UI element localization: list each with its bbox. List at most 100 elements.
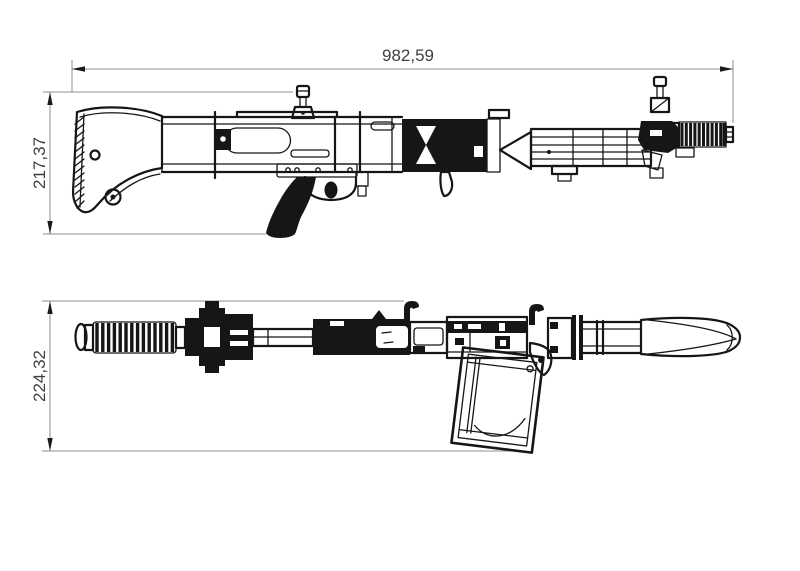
screw (294, 167, 300, 173)
connector-latch (550, 346, 558, 353)
handguard-top-slot (330, 321, 344, 326)
rail-pin (547, 150, 551, 154)
receiver-front-lug (355, 171, 369, 187)
receiver-front-lug-tip (357, 185, 367, 197)
gas-block-tab (487, 108, 511, 120)
magazine-inner-wall (457, 353, 538, 447)
arrowhead-up (47, 92, 53, 105)
trigger (324, 181, 338, 199)
dimension-overall-length: 982,59 (71, 46, 734, 123)
magazine-spring-arc (474, 417, 526, 437)
grip-plan (528, 341, 553, 377)
screw (347, 167, 353, 173)
takedown-hook (439, 170, 454, 198)
rear-sight-base (290, 105, 316, 120)
handguard-slot (370, 121, 395, 131)
tube-ring (579, 315, 583, 360)
tube-inner-lines (582, 328, 642, 347)
muzzle-tip (724, 125, 735, 144)
stock-tube-plan (546, 315, 643, 360)
handguard-window-marks (381, 331, 394, 344)
dimension-side-height: 217,37 (30, 91, 293, 235)
tube-edges (581, 320, 643, 355)
sling-loop (104, 188, 122, 206)
handguard-plan (313, 310, 410, 355)
gas-detail-plan (413, 346, 425, 352)
band-cutout-top (416, 126, 436, 145)
receiver-plan (445, 315, 529, 360)
dimension-label-top-width: 224,32 (30, 350, 49, 402)
rear-sight (290, 84, 316, 120)
magazine-outline (450, 346, 545, 454)
front-sight-block (649, 96, 671, 114)
barrel-collar-step (675, 147, 695, 158)
handguard-window (376, 326, 408, 348)
magazine-spring-guide (466, 356, 481, 434)
muzzle-tip-notches (726, 131, 734, 138)
stock-outline (71, 106, 164, 214)
rear-sight-stem (299, 96, 307, 108)
front-lug (649, 167, 664, 179)
receiver-outline-plan (445, 315, 529, 360)
bipod-rail-joints (572, 128, 628, 167)
tube-ring-lines (595, 319, 605, 356)
magazine-plates (458, 361, 537, 439)
barrel-collar-plan (174, 325, 187, 350)
magazine-plan (450, 346, 545, 454)
sling-loop-pin (110, 194, 116, 200)
band-cutout-bottom (416, 145, 436, 164)
front-sight-block-line (650, 97, 670, 113)
handguard-bump (372, 310, 386, 319)
muzzle-device (666, 121, 735, 149)
bipod-rails-outline (529, 127, 653, 168)
screw (285, 167, 291, 173)
muzzle-tip-plan (74, 322, 88, 352)
arrowhead-left (72, 66, 85, 72)
pistol-grip (266, 177, 316, 238)
rear-sight-pin (301, 111, 305, 115)
tube-ring (572, 315, 576, 360)
screw (315, 167, 321, 173)
magazine-pin (526, 365, 534, 373)
side-view-drawing (71, 75, 735, 238)
bipod-foot-tip (557, 173, 572, 182)
receiver-slot (454, 324, 462, 329)
receiver-slot (499, 323, 505, 331)
bipod-foot (550, 164, 579, 176)
arrowhead-up (47, 301, 53, 314)
top-view-drawing (74, 301, 742, 454)
connector-latch (550, 322, 558, 329)
front-sight-plan (185, 301, 253, 373)
band-window (474, 146, 483, 157)
wrist-inner-line (109, 173, 161, 202)
sight-rear-slot (230, 330, 248, 335)
muzzle-ribs-outline-plan (92, 321, 177, 354)
gas-window-plan (413, 327, 444, 346)
magazine-port-pin (220, 136, 226, 142)
gas-block (486, 118, 501, 173)
sight-body-window (204, 327, 220, 347)
front-sight-stem (656, 85, 664, 99)
handguard-black-band (402, 119, 487, 172)
receiver-stud (455, 338, 464, 345)
side-tab (290, 149, 330, 158)
sight-ear-top (205, 301, 219, 309)
buttplate-hatching (74, 116, 85, 209)
barrel-plan-lines (252, 328, 314, 347)
buttstock-contours (640, 319, 737, 355)
muzzle-ribs (680, 123, 726, 146)
buttstock-plan (639, 316, 742, 358)
sight-rear-block (225, 314, 253, 360)
ejection-block-window (500, 340, 506, 346)
bipod-rail-lines (530, 136, 652, 160)
dimension-label-overall-length: 982,59 (382, 46, 434, 65)
arrowhead-down (47, 438, 53, 451)
bipod-hinge-cone (498, 130, 533, 171)
muzzle-ribs-plan (95, 323, 175, 352)
buttstock-outline-plan (639, 316, 742, 358)
arrowhead-down (47, 221, 53, 234)
dimension-label-side-height: 217,37 (30, 137, 49, 189)
front-sight-base-slot (650, 130, 662, 136)
stock-top-inner-line (79, 112, 161, 122)
